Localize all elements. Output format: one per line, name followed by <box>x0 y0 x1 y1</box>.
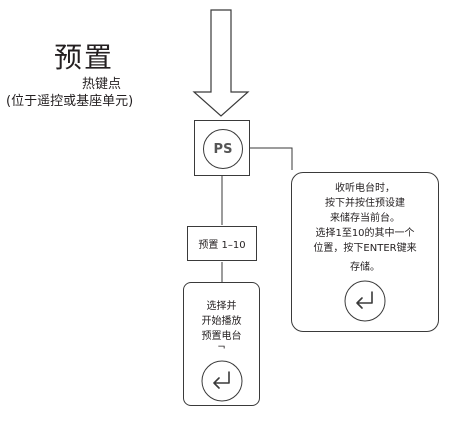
instruction-callout: 收听电台时， 按下并按住预设建 来储存当前台。 选择1至10的其中一个 位置，按… <box>291 172 439 332</box>
enter-icon <box>201 360 243 402</box>
callout-line: 收听电台时， <box>335 183 395 194</box>
play-preset-box: 选择并 开始播放 预置电台 ¬ <box>183 282 260 406</box>
ps-button-label: PS <box>213 141 233 157</box>
callout-line: 选择1至10的其中一个 <box>315 228 415 239</box>
page-note: (位于遥控或基座单元) <box>6 94 134 109</box>
page-title: 预置 <box>54 41 115 74</box>
callout-text: 收听电台时， 按下并按住预设建 来储存当前台。 选择1至10的其中一个 位置，按… <box>292 181 438 275</box>
preset-step-box: 预置 1–10 <box>187 226 257 261</box>
enter-icon <box>344 280 386 322</box>
callout-line: 按下并按住预设建 <box>325 198 405 209</box>
page-subtitle: 热键点 <box>82 77 122 92</box>
connector-ps-to-callout <box>250 147 293 170</box>
ps-button: PS <box>203 129 243 169</box>
callout-line: 位置，按下ENTER键来 <box>313 243 417 254</box>
preset-step-label: 预置 1–10 <box>198 240 246 251</box>
play-preset-text: 选择并 开始播放 预置电台 ¬ <box>184 299 259 353</box>
callout-line: 存储。 <box>350 262 380 273</box>
callout-line: 来储存当前台。 <box>330 213 400 224</box>
down-arrow-icon <box>192 9 250 117</box>
play-preset-line: 开始播放 <box>201 316 242 327</box>
ps-button-box: PS <box>194 120 250 176</box>
play-preset-line: ¬ <box>217 342 226 353</box>
play-preset-line: 选择并 <box>206 301 237 312</box>
play-preset-line: 预置电台 <box>201 331 242 342</box>
